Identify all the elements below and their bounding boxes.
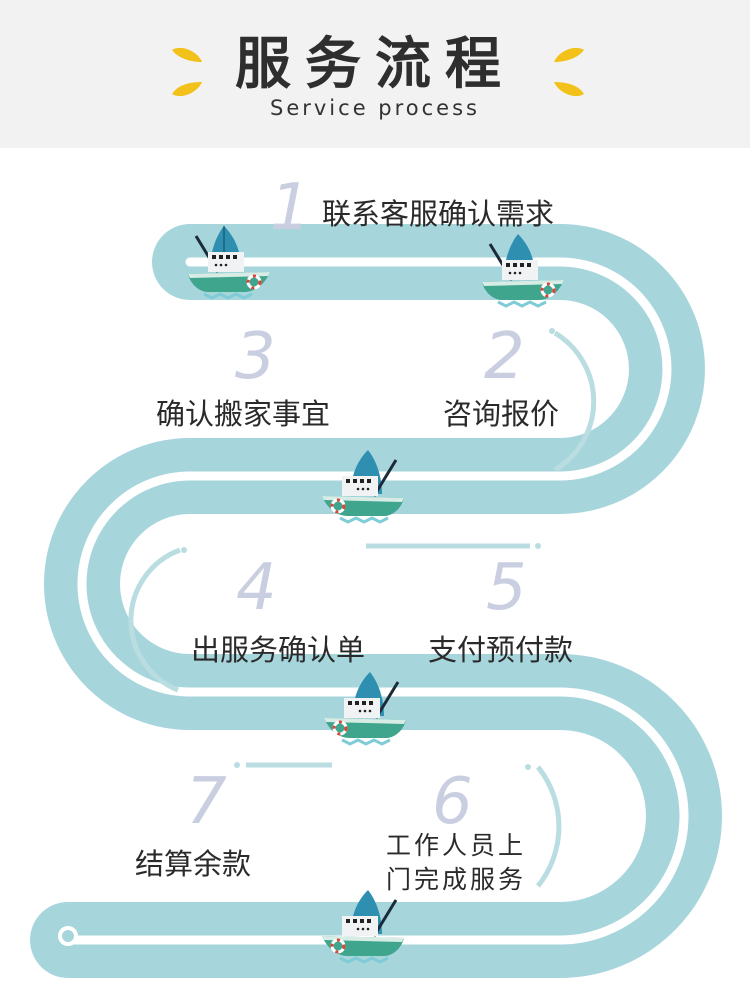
- step-1-number: 1: [270, 171, 311, 245]
- step-3-label: 确认搬家事宜: [156, 397, 331, 431]
- boat-icon: [188, 226, 270, 300]
- step-1-label: 联系客服确认需求: [322, 197, 555, 231]
- step-4-label: 出服务确认单: [191, 633, 366, 667]
- yellow-drop-icon-right: [554, 47, 584, 97]
- header-banner: 服务流程 Service process: [0, 0, 750, 148]
- step-2-label: 咨询报价: [443, 397, 560, 431]
- step-6-label-line1: 工作人员上: [386, 831, 527, 860]
- step-5-label: 支付预付款: [428, 633, 574, 667]
- step-4-number: 4: [236, 551, 277, 625]
- boat-icon: [322, 450, 404, 524]
- step-2-number: 2: [484, 320, 525, 394]
- page-subtitle: Service process: [270, 96, 480, 120]
- step-7-label: 结算余款: [135, 847, 252, 881]
- boat-icon: [322, 890, 404, 964]
- boat-icon: [324, 672, 406, 746]
- step-6-number: 6: [432, 765, 473, 839]
- step-3-number: 3: [235, 320, 276, 394]
- step-6-label-line2: 门完成服务: [386, 865, 527, 894]
- boat-icon: [482, 234, 564, 308]
- step-7-number: 7: [186, 765, 227, 839]
- yellow-drop-icon-left: [172, 47, 202, 97]
- page-title: 服务流程: [235, 32, 515, 97]
- step-5-number: 5: [486, 551, 527, 625]
